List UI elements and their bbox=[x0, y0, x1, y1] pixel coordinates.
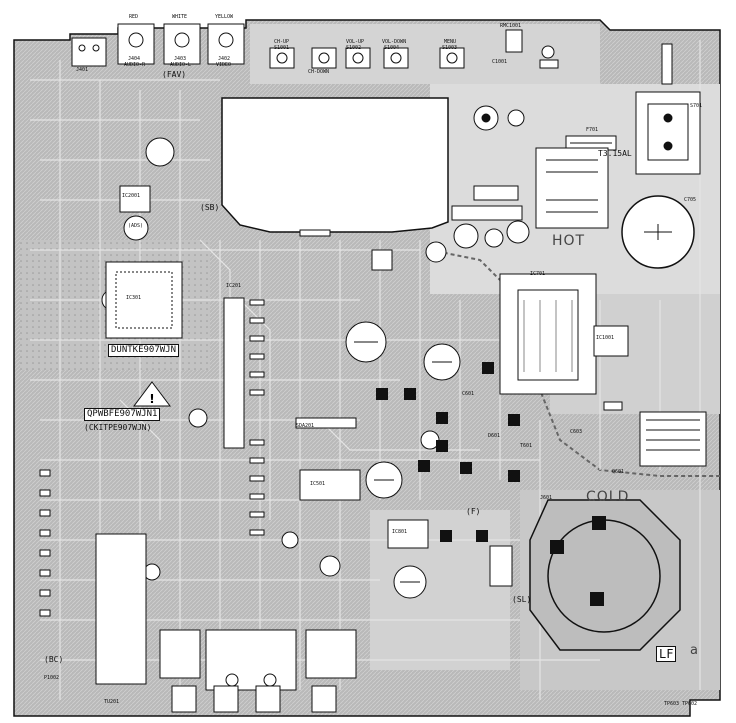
label-bc: (BC) bbox=[44, 655, 64, 664]
label-tp602: TP602 bbox=[682, 701, 698, 707]
label-ads: (ADS) bbox=[128, 223, 144, 229]
label-j402: J402 bbox=[218, 56, 231, 62]
label-ic501: IC501 bbox=[310, 481, 326, 487]
label-lf: LF bbox=[656, 646, 677, 662]
label-audio-r: AUDIO-R bbox=[124, 62, 146, 68]
label-s1003: S1003 bbox=[442, 45, 458, 51]
label-part-ckitpe: (CKITPE907WJN) bbox=[84, 423, 152, 432]
label-part-duntke: DUNTKE907WJN bbox=[108, 344, 180, 357]
crt-socket-area bbox=[529, 499, 681, 651]
label-c705: C705 bbox=[684, 197, 697, 203]
label-fav: (FAV) bbox=[162, 70, 187, 79]
label-j403: J403 bbox=[174, 56, 187, 62]
heat-sink bbox=[639, 411, 707, 467]
label-j401: J401 bbox=[76, 67, 89, 73]
label-tu201: TU201 bbox=[104, 699, 120, 705]
label-hot: HOT bbox=[552, 233, 586, 249]
label-white: WHITE bbox=[172, 14, 188, 20]
label-rmc1001: RMC1001 bbox=[500, 23, 522, 29]
smps-transformer bbox=[499, 273, 597, 395]
label-lf-a: a bbox=[690, 643, 699, 658]
svg-text:!: ! bbox=[149, 392, 154, 406]
label-tp603: TP603 bbox=[664, 701, 680, 707]
main-filter-capacitor bbox=[621, 195, 695, 269]
label-part-qpwbfe: QPWBFE907WJN1 bbox=[84, 408, 161, 421]
bottom-jacks bbox=[159, 629, 357, 713]
line-filter bbox=[535, 147, 609, 229]
label-p1002: P1002 bbox=[44, 675, 60, 681]
power-transistors bbox=[376, 362, 520, 542]
label-vol-up: VOL-UP bbox=[346, 39, 365, 45]
bridge-rectifier bbox=[451, 105, 525, 221]
label-cold: COLD bbox=[586, 489, 630, 505]
front-switches bbox=[269, 47, 465, 69]
label-s1004: S1004 bbox=[384, 45, 400, 51]
label-sda201: SDA201 bbox=[296, 423, 315, 429]
integrated-circuits bbox=[95, 185, 629, 685]
label-menu: MENU bbox=[444, 39, 457, 45]
label-f701: F701 bbox=[586, 127, 599, 133]
remote-sensor bbox=[505, 29, 559, 69]
label-yellow: YELLOW bbox=[215, 14, 234, 20]
label-ic301: IC301 bbox=[126, 295, 142, 301]
label-j404: J404 bbox=[128, 56, 141, 62]
label-ic701: IC701 bbox=[530, 271, 546, 277]
label-q601: Q601 bbox=[612, 469, 625, 475]
label-s1002: S1002 bbox=[346, 45, 362, 51]
power-switch bbox=[635, 43, 701, 175]
label-c601: C601 bbox=[462, 391, 475, 397]
hot-caps bbox=[425, 220, 530, 263]
label-c1001: C1001 bbox=[492, 59, 508, 65]
crt-window-cutout bbox=[221, 97, 449, 233]
middle-electrolytics bbox=[101, 137, 461, 599]
label-ic1001: IC1001 bbox=[596, 335, 615, 341]
label-t315al: T3.15AL bbox=[598, 149, 632, 158]
rca-jacks bbox=[71, 23, 245, 67]
label-sl: (SL) bbox=[512, 595, 532, 604]
label-video: VIDEO bbox=[216, 62, 232, 68]
label-ic801: IC801 bbox=[392, 529, 408, 535]
label-s701: S701 bbox=[690, 103, 703, 109]
label-s1001: S1001 bbox=[274, 45, 290, 51]
label-ch-down: CH-DOWN bbox=[308, 69, 330, 75]
label-ch-up: CH-UP bbox=[274, 39, 290, 45]
label-ic2001: IC2001 bbox=[122, 193, 141, 199]
label-f: (F) bbox=[466, 507, 481, 516]
label-t601: T601 bbox=[520, 443, 533, 449]
hot-cold-divider bbox=[429, 249, 720, 477]
label-d601: D601 bbox=[488, 433, 501, 439]
label-c603: C603 bbox=[570, 429, 583, 435]
label-sb: (SB) bbox=[200, 203, 220, 212]
warning-triangle: ! bbox=[133, 381, 171, 407]
label-red: RED bbox=[129, 14, 139, 20]
label-ic201: IC201 bbox=[226, 283, 242, 289]
label-vol-down: VOL-DOWN bbox=[382, 39, 407, 45]
label-audio-l: AUDIO-L bbox=[170, 62, 192, 68]
label-j601: J601 bbox=[540, 495, 553, 501]
resistor-columns bbox=[39, 229, 623, 617]
